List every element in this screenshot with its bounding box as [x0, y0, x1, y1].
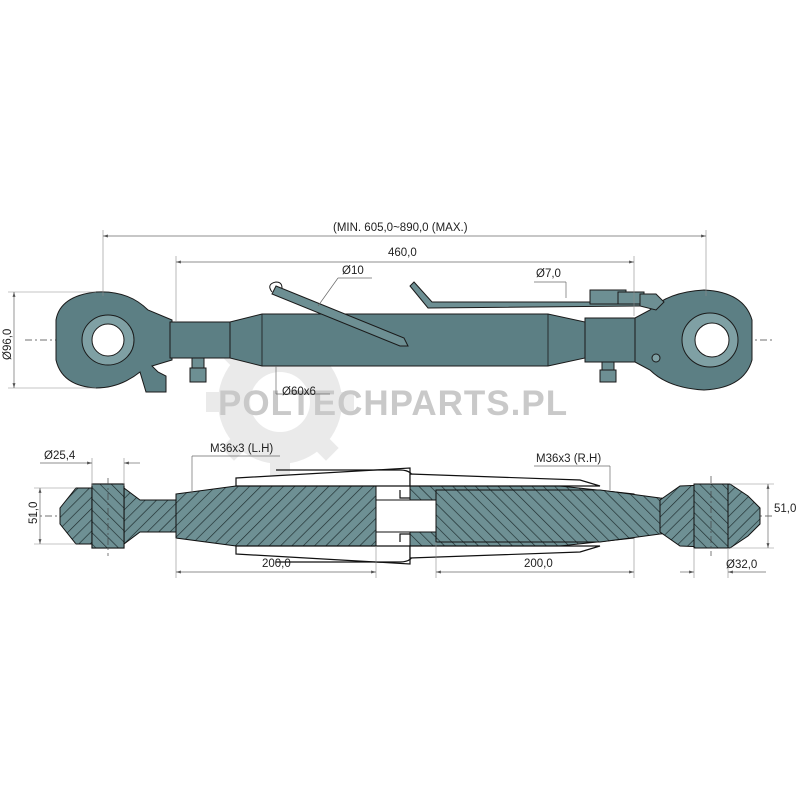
right-eye-hole	[694, 322, 730, 358]
right-ball-joint	[634, 289, 753, 391]
pin-diameter-label: Ø10	[342, 265, 364, 277]
leader-tube-diameter: Ø60x6	[275, 366, 330, 398]
tube	[229, 313, 586, 367]
tube-diameter-label: Ø60x6	[282, 386, 316, 398]
right-bolt	[599, 361, 617, 383]
left-width-label: 51,0	[28, 502, 40, 524]
dimension-eye-height: Ø96,0	[2, 291, 96, 389]
dimension-left-width: 51,0	[28, 487, 76, 545]
dimension-right-thread-length: 200,0	[435, 538, 635, 578]
right-width-label: 51,0	[774, 503, 796, 515]
leader-left-thread: M36x3 (L.H)	[191, 443, 280, 494]
left-bolt	[189, 357, 207, 383]
left-threaded-rod-section	[175, 485, 377, 547]
right-thread-label: M36x3 (R.H)	[536, 453, 601, 465]
top-view: (MIN. 605,0~890,0 (MAX.) 460,0 Ø10 Ø7,0 …	[2, 222, 775, 398]
right-hole-label: Ø32,0	[726, 559, 757, 571]
dimension-left-thread-length: 200,0	[175, 538, 377, 578]
right-thread-length-label: 200,0	[524, 558, 553, 570]
right-rod	[584, 317, 636, 363]
handle-pin	[269, 281, 409, 347]
dimension-overall-length: (MIN. 605,0~890,0 (MAX.)	[102, 222, 707, 296]
dimension-right-hole: Ø32,0	[680, 548, 766, 578]
locking-lever	[409, 281, 645, 309]
right-threaded-rod-section	[435, 489, 681, 543]
lever-diameter-label: Ø7,0	[536, 268, 561, 280]
watermark-text: POLTECHPARTS.PL	[218, 384, 568, 423]
leader-pin-diameter: Ø10	[317, 265, 372, 307]
eye-height-label: Ø96,0	[2, 329, 14, 360]
left-thread-label: M36x3 (L.H)	[210, 443, 273, 455]
tube-length-label: 460,0	[388, 247, 417, 259]
leader-lever-diameter: Ø7,0	[534, 268, 567, 298]
dimension-left-hole: Ø25,4	[40, 450, 140, 486]
left-ball-joint	[55, 291, 173, 393]
overall-length-label: (MIN. 605,0~890,0 (MAX.)	[333, 222, 468, 234]
left-rod	[169, 321, 231, 359]
right-eye-section	[659, 476, 761, 556]
dimension-right-width: 51,0	[730, 483, 796, 549]
left-thread-length-label: 200,0	[262, 558, 291, 570]
dimension-tube-length: 460,0	[175, 247, 635, 322]
left-eye-hole	[91, 323, 125, 357]
left-eye-section	[59, 478, 177, 556]
left-hole-label: Ø25,4	[44, 450, 76, 462]
section-view: Ø25,4 M36x3 (L.H) M36x3 (R.H) 51,0 51,0	[28, 443, 796, 578]
leader-right-thread: M36x3 (R.H)	[534, 453, 611, 490]
